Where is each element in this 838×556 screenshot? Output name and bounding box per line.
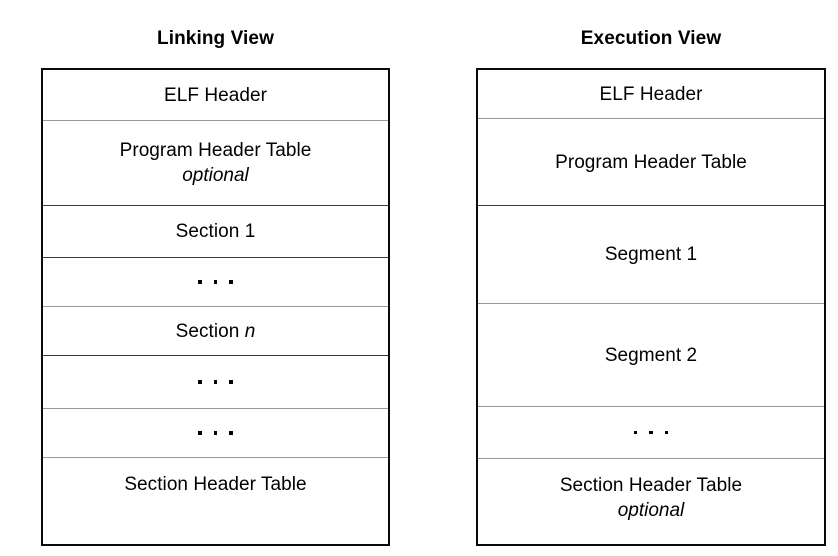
execution-row-program-header-table-label: Program Header Table: [555, 151, 747, 173]
ellipsis-dot: [198, 380, 202, 384]
linking-row-section-header-table-label: Section Header Table: [124, 474, 307, 495]
ellipsis-icon: [198, 431, 233, 435]
linking-row-program-header-table-note: optional: [182, 165, 249, 186]
execution-row-section-header-table-note: optional: [617, 500, 685, 521]
linking-row-ellipsis-2: [43, 355, 388, 408]
ellipsis-icon: [633, 430, 669, 435]
ellipsis-dot: [633, 430, 638, 435]
execution-row-elf-header-label: ELF Header: [599, 83, 703, 105]
ellipsis-icon: [198, 380, 233, 384]
ellipsis-dot: [198, 431, 202, 435]
linking-row-section-n-variable: n: [244, 320, 256, 342]
ellipsis-dot: [664, 430, 669, 435]
execution-row-elf-header: ELF Header: [478, 70, 824, 118]
execution-view-table: ELF Header Program Header Table Segment …: [476, 68, 826, 546]
ellipsis-dot: [229, 380, 233, 384]
execution-row-segment-1-label: Segment 1: [604, 244, 698, 265]
ellipsis-dot: [198, 280, 202, 284]
linking-row-program-header-table-label: Program Header Table: [119, 140, 312, 161]
linking-row-ellipsis-3: [43, 408, 388, 457]
ellipsis-dot: [229, 280, 233, 284]
linking-row-ellipsis-1: [43, 257, 388, 306]
linking-row-section-1: Section 1: [43, 205, 388, 257]
linking-view-title: Linking View: [157, 28, 274, 49]
execution-view-title: Execution View: [580, 28, 722, 49]
execution-row-ellipsis: [478, 406, 824, 458]
execution-row-segment-1: Segment 1: [478, 205, 824, 303]
linking-row-section-n: Section n: [43, 306, 388, 355]
linking-row-section-header-table: Section Header Table: [43, 457, 388, 546]
execution-row-section-header-table-label: Section Header Table: [559, 475, 743, 496]
ellipsis-dot: [649, 430, 653, 435]
execution-row-segment-2-label: Segment 2: [604, 344, 698, 366]
linking-row-elf-header-label: ELF Header: [164, 84, 267, 106]
ellipsis-dot: [213, 380, 218, 384]
execution-row-segment-2: Segment 2: [478, 303, 824, 406]
linking-row-elf-header: ELF Header: [43, 70, 388, 120]
execution-row-program-header-table: Program Header Table: [478, 118, 824, 205]
ellipsis-dot: [229, 431, 233, 435]
linking-row-section-1-label: Section 1: [175, 221, 256, 242]
ellipsis-icon: [198, 280, 233, 284]
ellipsis-dot: [213, 280, 218, 284]
linking-view-table: ELF Header Program Header Table optional…: [41, 68, 390, 546]
execution-row-section-header-table: Section Header Table optional: [478, 458, 824, 546]
linking-row-section-n-word: Section: [175, 320, 240, 342]
linking-row-program-header-table: Program Header Table optional: [43, 120, 388, 205]
linking-row-section-n-label: Section n: [176, 319, 256, 344]
ellipsis-dot: [213, 431, 218, 435]
